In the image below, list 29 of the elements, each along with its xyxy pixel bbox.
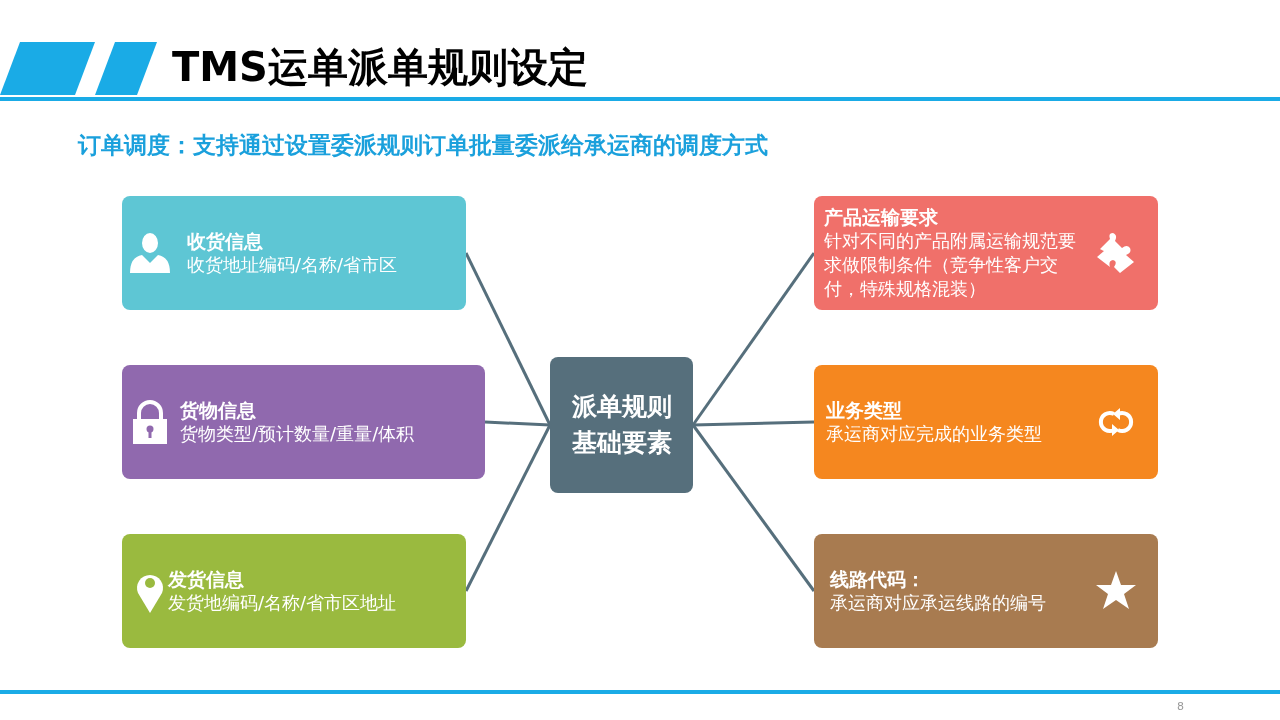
connector-line [464, 252, 552, 426]
card-heading: 产品运输要求 [824, 205, 939, 229]
hub-label: 派单规则基础要素 [570, 391, 673, 459]
card-heading: 线路代码： [830, 567, 926, 591]
card-text: 收货地址编码/名称/省市区 [187, 253, 399, 277]
card-heading: 业务类型 [826, 398, 903, 422]
card-heading: 发货信息 [168, 567, 245, 591]
info-card [814, 365, 1158, 479]
info-card [122, 534, 466, 648]
card-text: 发货地编码/名称/省市区地址 [168, 591, 398, 615]
connector-line [691, 252, 816, 426]
card-text: 承运商对应承运线路的编号 [830, 591, 1047, 615]
info-card [814, 196, 1158, 310]
connector-line [484, 420, 551, 427]
connector-line [464, 424, 552, 592]
card-heading: 收货信息 [187, 229, 264, 253]
connector-line [691, 424, 816, 592]
info-card [814, 534, 1158, 648]
page-number: 8 [1177, 700, 1184, 713]
card-heading: 货物信息 [180, 398, 257, 422]
info-card [122, 196, 466, 310]
card-text: 针对不同的产品附属运输规范要求做限制条件（竞争性客户交付，特殊规格混装） [824, 229, 1077, 301]
info-card [122, 365, 485, 479]
card-text: 承运商对应完成的业务类型 [826, 422, 1043, 446]
slide-title: TMS运单派单规则设定 [172, 43, 588, 92]
hub-box [550, 357, 693, 493]
subtitle: 订单调度：支持通过设置委派规则订单批量委派给承运商的调度方式 [78, 131, 768, 160]
card-text: 货物类型/预计数量/重量/体积 [180, 422, 416, 446]
connector-line [692, 420, 815, 427]
